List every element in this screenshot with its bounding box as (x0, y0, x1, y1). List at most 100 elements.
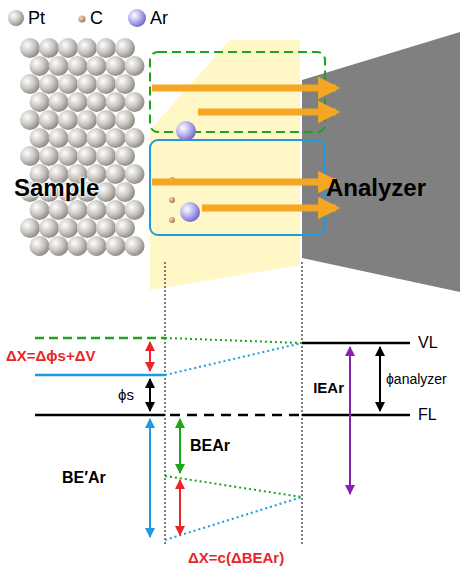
analyzer-label: Analyzer (326, 175, 426, 201)
pt-atom (68, 92, 88, 112)
pt-atom (125, 164, 145, 184)
pt-atom (115, 74, 135, 94)
pt-atom (115, 146, 135, 166)
c-atom (169, 217, 175, 223)
pt-atom (39, 74, 59, 94)
pt-atom (96, 146, 116, 166)
pt-atom (58, 218, 78, 238)
pt-atom (77, 218, 97, 238)
pt-atom (125, 56, 145, 76)
pt-atom (30, 200, 50, 220)
ar-sample (128, 9, 146, 27)
pt-atom (58, 38, 78, 58)
pt-atom (96, 74, 116, 94)
pt-atom (125, 200, 145, 220)
legend-text: C (90, 9, 103, 29)
pt-atom (49, 92, 69, 112)
pt-atom (125, 128, 145, 148)
pt-atom (20, 218, 40, 238)
be-arrow (179, 419, 181, 473)
surface-region (150, 140, 325, 235)
pt-atom (30, 56, 50, 76)
electron-arrows (152, 88, 336, 208)
be-label: BEAr (190, 437, 230, 455)
pt-atom (115, 110, 135, 130)
legend-text: Pt (28, 9, 45, 29)
pt-atom (96, 110, 116, 130)
green-dotted (165, 476, 302, 497)
vl-label: VL (418, 334, 438, 352)
pt-atom (58, 146, 78, 166)
pt-atom (20, 146, 40, 166)
pt-atom (49, 200, 69, 220)
pt-atom (49, 236, 69, 256)
pt-atom (39, 110, 59, 130)
pt-atom (77, 38, 97, 58)
pt-atom (115, 182, 135, 202)
delta-x-arrow (149, 342, 151, 371)
sample-vacuum-level (35, 374, 165, 377)
pt-atom (30, 128, 50, 148)
be-prime-label: BE′Ar (62, 469, 106, 487)
pt-atom (77, 74, 97, 94)
pt-atom (58, 74, 78, 94)
fermi-level (35, 414, 165, 417)
pt-atom (87, 92, 107, 112)
analyzer-work-function-arrow (379, 347, 381, 411)
analyzer-work-function-label: ϕanalyzer (386, 372, 447, 387)
pt-atom (87, 128, 107, 148)
shifted-vacuum-level (35, 337, 165, 340)
pt-atom (68, 236, 88, 256)
pt-atom (68, 128, 88, 148)
fl-label: FL (418, 406, 437, 424)
pt-atom (39, 38, 59, 58)
guide-line (302, 262, 303, 545)
ionization-arrow (349, 347, 351, 494)
work-function-label: ϕs (118, 387, 134, 404)
pt-atom (106, 200, 126, 220)
pt-atom (49, 128, 69, 148)
pt-atom (106, 92, 126, 112)
blue-dotted (165, 343, 302, 375)
pt-atom (30, 236, 50, 256)
pt-atom (20, 38, 40, 58)
legend-text: Ar (150, 9, 168, 29)
delta-be-label: ΔX=c(ΔBEAr) (188, 550, 284, 567)
pt-atom (106, 164, 126, 184)
pt-lattice (20, 38, 145, 256)
ar-atom (180, 202, 200, 222)
pt-atom (39, 218, 59, 238)
pt-atom (68, 200, 88, 220)
pt-atom (125, 92, 145, 112)
pt-atom (96, 38, 116, 58)
pt-atom (115, 218, 135, 238)
be-prime-arrow (149, 419, 151, 537)
x-ray-beam (150, 40, 300, 290)
pt-atom (77, 146, 97, 166)
pt-atom (39, 146, 59, 166)
pt-atom (77, 110, 97, 130)
green-dotted (165, 338, 302, 343)
ie-label: IEAr (313, 380, 344, 397)
pt-atom (87, 200, 107, 220)
pt-atom (96, 218, 116, 238)
pt-sample (8, 10, 24, 26)
guide-line (165, 262, 166, 545)
pt-atom (49, 56, 69, 76)
delta-x-arrow (179, 480, 181, 535)
vacuum-level (302, 342, 410, 345)
c-atom (169, 197, 175, 203)
vacuum-region (150, 52, 325, 132)
pt-atom (106, 236, 126, 256)
work-function-arrow (149, 379, 151, 411)
pt-atom (125, 236, 145, 256)
pt-atom (68, 56, 88, 76)
sample-label: Sample (14, 175, 99, 201)
fermi-level (302, 414, 410, 417)
pt-atom (115, 38, 135, 58)
delta-x-label: ΔX=Δϕs+ΔV (6, 348, 95, 365)
blue-dotted (165, 497, 302, 540)
pt-atom (30, 92, 50, 112)
